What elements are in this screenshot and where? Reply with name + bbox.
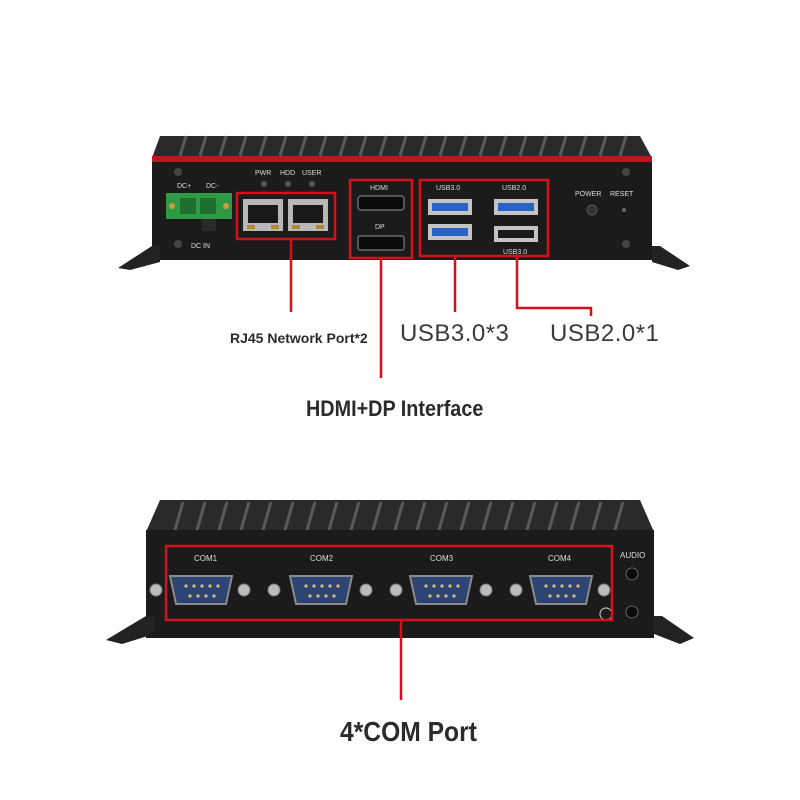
audio-jack [625,567,639,581]
callout-usb30: USB3.0*3 [400,320,510,347]
com-port-3 [389,575,493,605]
highlight-usb [418,178,550,258]
led-label-hdd: HDD [280,170,295,177]
led-user [309,181,315,187]
com-port-4 [509,575,611,605]
com-port-2 [267,575,373,605]
led-label-user: USER [302,170,321,177]
dp-port [357,235,405,251]
screw-icon [622,240,630,248]
dc-minus-label: DC- [206,183,219,190]
dc-plus-label: DC+ [177,183,191,190]
hdmi-label: HDMI [370,185,388,192]
com4-label: COM4 [548,554,572,563]
audio-label: AUDIO [620,551,645,560]
screw-icon [174,168,182,176]
bottom-device: COM1 COM2 COM3 COM4 [106,500,694,700]
usb30-label-bottom: USB3.0 [503,249,527,256]
com2-label: COM2 [310,554,334,563]
com3-label: COM3 [430,554,454,563]
ground-jack [625,605,639,619]
callout-hdmi-dp: HDMI+DP Interface [306,396,484,421]
callout-usb20: USB2.0*1 [550,320,660,347]
mount-foot-right [654,616,694,644]
led-pwr [261,181,267,187]
heatsink-fins-top [152,135,652,158]
hdmi-port [357,195,405,211]
reset-button [622,208,626,212]
heatsink-fins-bottom [146,500,654,532]
com-port-1 [149,575,251,605]
reset-label: RESET [610,191,634,198]
dc-terminal-block [166,193,232,219]
power-button [586,204,598,216]
led-label-pwr: PWR [255,170,271,177]
led-hdd [285,181,291,187]
usb20-label-top: USB2.0 [502,185,526,192]
dc-in-label: DC IN [191,243,210,250]
screw-icon [174,240,182,248]
mount-foot-right [652,246,690,270]
dp-label: DP [375,224,385,231]
callout-com: 4*COM Port [340,716,477,747]
highlight-rj45 [235,191,337,241]
mount-foot-left [106,616,154,644]
callout-rj45: RJ45 Network Port*2 [230,330,368,346]
usb30-label-top: USB3.0 [436,185,460,192]
power-label: POWER [575,191,601,198]
leader-usb20 [515,256,593,316]
com1-label: COM1 [194,554,218,563]
red-trim [152,156,652,162]
screw-icon [622,168,630,176]
mount-foot-left [118,246,160,270]
top-device: DC+ DC- DC IN PWR HDD USER HDMI DP USB3.… [118,135,690,378]
highlight-com [164,544,614,622]
